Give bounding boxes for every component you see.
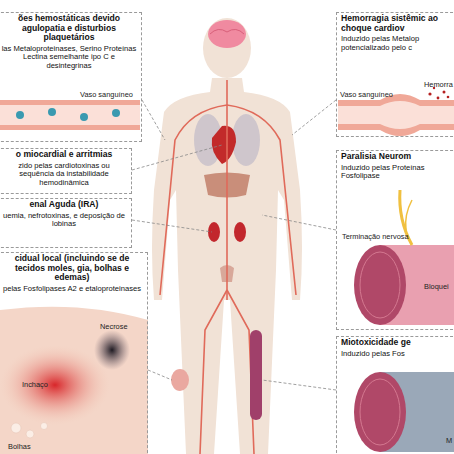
box-heading: Paralisia Neurom: [337, 151, 454, 163]
human-body: [152, 18, 302, 454]
box-heading: Hemorragia sistêmic ao choque cardiov: [337, 13, 454, 34]
effect-box: enal Aguda (IRA)uemia, nefrotoxinas, e d…: [0, 198, 132, 248]
box-body: pelas Fosfolipases A2 e etaloproteinases: [0, 284, 147, 295]
part-label: Bloquei: [424, 282, 449, 291]
part-label: M: [446, 436, 452, 445]
part-label: Hemorra: [424, 80, 453, 89]
box-heading: Miotoxicidade ge: [337, 337, 454, 349]
part-label: Inchaço: [22, 380, 48, 389]
box-heading: ões hemostáticas devido agulopatia e dis…: [0, 13, 141, 44]
part-label: Vaso sanguíneo: [80, 90, 133, 99]
box-body: Induzido pelas Proteínas Fosfolipase: [337, 163, 454, 182]
part-label: Necrose: [100, 322, 128, 331]
part-label: Terminação nervosa: [342, 232, 409, 241]
box-heading: cidual local (incluindo se de tecidos mo…: [0, 253, 147, 284]
box-heading: enal Aguda (IRA): [0, 199, 131, 211]
effect-box: o miocardial e arritmiaszido pelas cardi…: [0, 148, 132, 194]
effect-box: Hemorragia sistêmic ao choque cardiovInd…: [336, 12, 454, 137]
effect-box: ões hemostáticas devido agulopatia e dis…: [0, 12, 142, 142]
neuromuscular-junction: [354, 190, 454, 325]
skin-lesion: [0, 307, 148, 454]
effect-box: cidual local (incluindo se de tecidos mo…: [0, 252, 148, 454]
box-heading: o miocardial e arritmias: [0, 149, 131, 161]
hemorrhage-vessel: [338, 87, 454, 136]
part-label: Vaso sanguíneo: [340, 90, 393, 99]
muscle-fiber: [354, 372, 454, 452]
blood-vessel: [0, 100, 140, 130]
bite-site: [171, 369, 189, 391]
box-body: zido pelas cardiotoxinas ou sequência da…: [0, 161, 131, 189]
part-label: Bolhas: [8, 442, 31, 451]
box-body: las Metaloproteinases, Serino Proteínas …: [0, 44, 141, 72]
box-body: Induzido pelas Fos: [337, 349, 454, 360]
box-body: uemia, nefrotoxinas, e deposição de lobi…: [0, 211, 131, 230]
leg-muscle: [250, 330, 262, 420]
effect-box: Miotoxicidade geInduzido pelas Fos: [336, 336, 454, 454]
leader-lines: [132, 100, 336, 390]
box-body: Induzido pelas Metalop potencializado pe…: [337, 34, 454, 53]
